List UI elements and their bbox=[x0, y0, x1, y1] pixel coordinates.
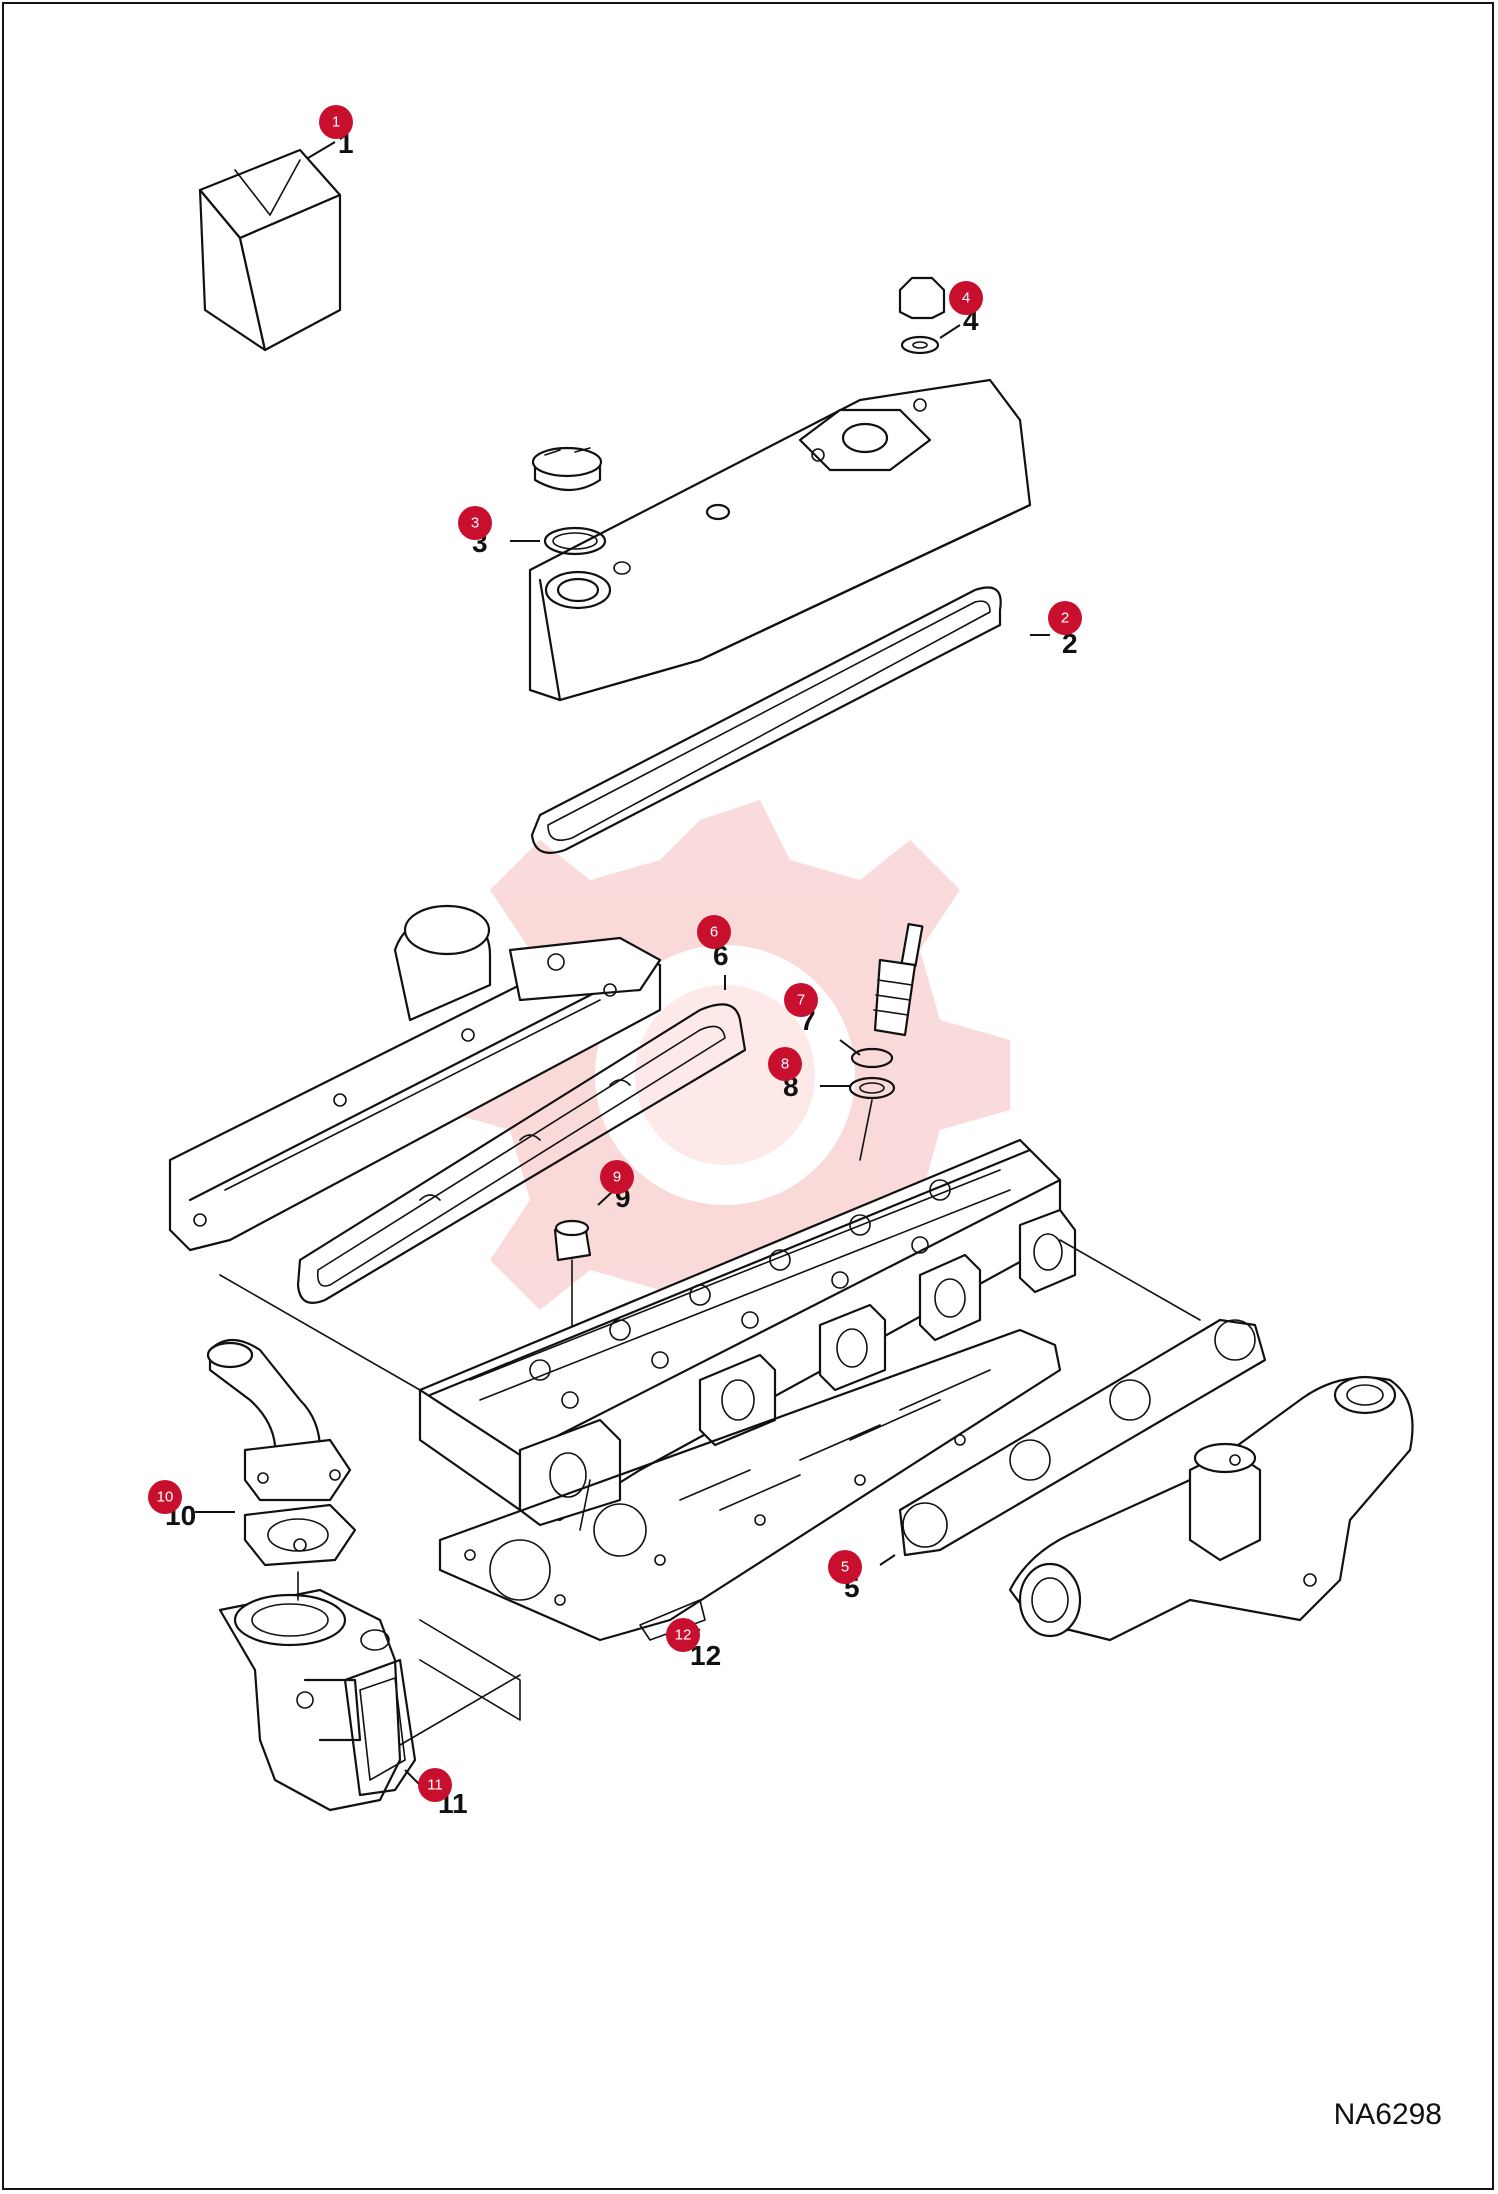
svg-text:10: 10 bbox=[157, 1489, 174, 1506]
svg-text:3: 3 bbox=[471, 515, 479, 532]
svg-text:1: 1 bbox=[332, 114, 340, 131]
exhaust-manifold-gasket bbox=[898, 1318, 1267, 1557]
svg-text:7: 7 bbox=[797, 992, 805, 1009]
svg-text:2: 2 bbox=[1061, 610, 1069, 627]
intake-manifold-gasket bbox=[296, 1003, 747, 1304]
callout-7[interactable]: 7 bbox=[784, 983, 818, 1017]
valve-stem-seal bbox=[553, 1219, 592, 1381]
svg-text:4: 4 bbox=[962, 290, 970, 307]
cylinder-head bbox=[418, 1138, 1077, 1527]
callout-12[interactable]: 12 bbox=[666, 1618, 700, 1652]
callout-10[interactable]: 10 bbox=[148, 1480, 182, 1514]
callout-3[interactable]: 3 bbox=[458, 506, 492, 540]
callout-11[interactable]: 11 bbox=[418, 1768, 452, 1802]
svg-text:11: 11 bbox=[427, 1777, 443, 1794]
water-flange bbox=[218, 1588, 402, 1812]
leader-lines bbox=[195, 141, 1050, 1786]
item-number-2: 2 bbox=[1062, 628, 1078, 659]
svg-text:5: 5 bbox=[841, 1559, 849, 1576]
callout-8[interactable]: 8 bbox=[768, 1047, 802, 1081]
svg-text:8: 8 bbox=[781, 1056, 789, 1073]
valve-cover bbox=[528, 378, 1032, 702]
diagram-reference-code: NA6298 bbox=[1333, 2098, 1442, 2131]
thermostat-cover bbox=[206, 1338, 352, 1502]
callout-5[interactable]: 5 bbox=[828, 1550, 862, 1584]
callout-1[interactable]: 1 bbox=[319, 105, 353, 139]
svg-text:6: 6 bbox=[710, 924, 718, 941]
head-gasket bbox=[438, 1328, 1062, 1642]
exhaust-manifold bbox=[1008, 1375, 1414, 1642]
svg-text:12: 12 bbox=[675, 1627, 692, 1644]
watermark-gear-logo bbox=[440, 800, 1010, 1350]
svg-text:9: 9 bbox=[613, 1169, 621, 1186]
thermostat-gasket bbox=[243, 1503, 357, 1567]
callout-2[interactable]: 2 bbox=[1048, 601, 1082, 635]
water-pump-gasket bbox=[343, 1658, 417, 1797]
callout-4[interactable]: 4 bbox=[949, 281, 983, 315]
gasket-kit-box bbox=[198, 148, 342, 352]
intake-manifold bbox=[168, 904, 662, 1252]
valve-cover-gasket bbox=[530, 586, 1002, 854]
callout-6[interactable]: 6 bbox=[697, 915, 731, 949]
assembly-guide-lines bbox=[219, 1099, 1201, 1746]
injector-nozzle bbox=[848, 922, 924, 1100]
oil-filler-cap bbox=[531, 446, 607, 556]
callout-9[interactable]: 9 bbox=[600, 1160, 634, 1194]
cap-nut-and-washer bbox=[898, 276, 946, 355]
